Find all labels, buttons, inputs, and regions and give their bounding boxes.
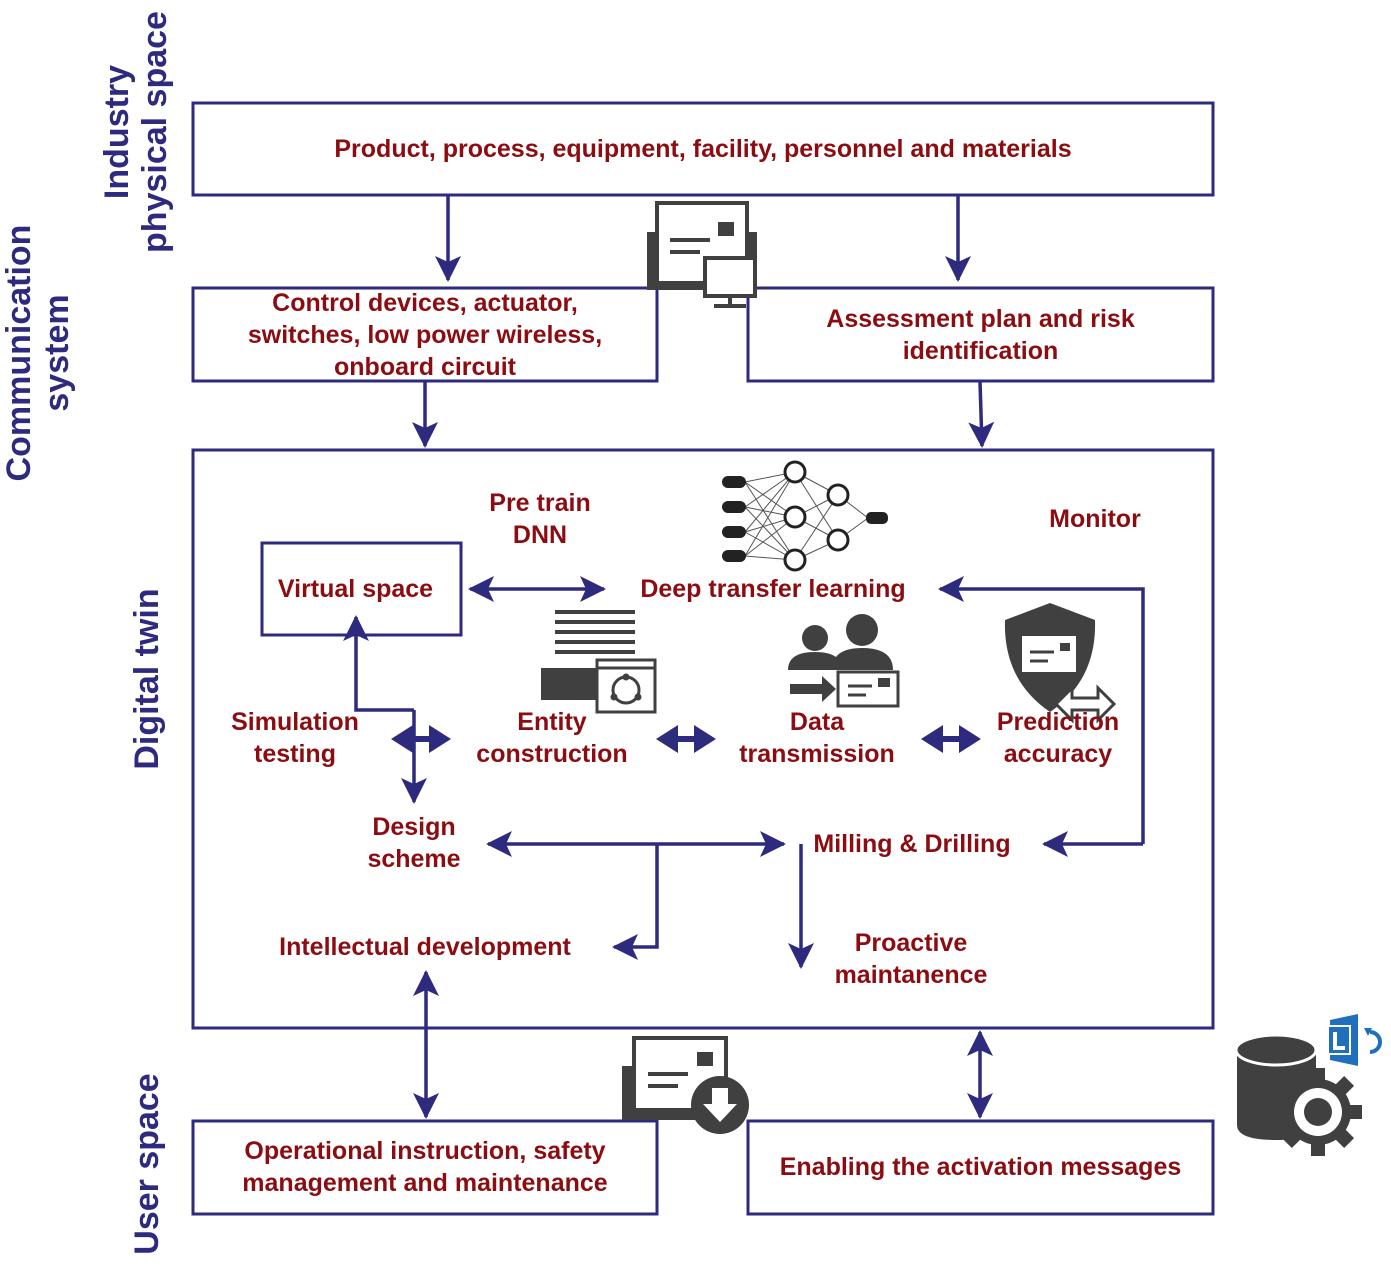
users-transfer-icon <box>788 614 900 708</box>
side-label-digital-twin: Digital twin <box>128 588 166 770</box>
top-box-label: Product, process, equipment, facility, p… <box>334 135 1072 163</box>
assessment-box-label: Assessment plan and risk identification <box>826 305 1135 365</box>
double-arrow-entity-data <box>656 725 716 753</box>
side-label-communication: Communication system <box>0 224 76 482</box>
neural-network-icon <box>722 460 888 572</box>
computer-monitor-icon <box>647 201 757 308</box>
prediction-accuracy-label: Prediction accuracy <box>996 708 1120 768</box>
pretrain-dnn-label: Pre train DNN <box>489 489 591 549</box>
operational-box-label: Operational instruction, safety manageme… <box>242 1137 608 1197</box>
enabling-box <box>746 1119 1215 1216</box>
simulation-testing-label: Simulation testing <box>231 708 359 768</box>
arrow-design-to-virtual <box>343 615 414 712</box>
intellectual-development-label: Intellectual development <box>279 933 571 961</box>
security-shield-icon <box>1004 603 1117 724</box>
download-computer-icon <box>622 1036 749 1134</box>
proactive-maintenance-label: Proactive maintanence <box>834 929 988 989</box>
double-arrow-data-prediction <box>921 725 981 753</box>
design-scheme-label: Design scheme <box>367 813 461 873</box>
arrow-monitor-to-deep <box>938 576 1145 844</box>
arrow-assessment-to-twin <box>968 380 995 448</box>
top-box <box>191 101 1215 197</box>
operational-box <box>191 1119 659 1216</box>
entity-construction-label: Entity construction <box>476 708 628 768</box>
document-server-icon <box>541 610 657 714</box>
database-settings-icon <box>1234 1014 1382 1156</box>
virtual-space-label: Virtual space <box>277 575 434 603</box>
deep-transfer-label: Deep transfer learning <box>640 575 906 603</box>
double-arrow-sim-entity <box>391 725 451 753</box>
control-box-label: Control devices, actuator, switches, low… <box>247 289 603 381</box>
arrow-to-intellectual <box>612 844 659 960</box>
enabling-box-label: Enabling the activation messages <box>779 1153 1182 1181</box>
monitor-label: Monitor <box>1049 505 1141 533</box>
side-label-industry: Industry physical space <box>98 11 174 253</box>
side-label-user-space: User space <box>128 1073 166 1255</box>
milling-drilling-label: Milling & Drilling <box>813 830 1011 858</box>
digital-twin-box <box>191 448 1215 1030</box>
data-transmission-label: Data transmission <box>739 708 895 768</box>
